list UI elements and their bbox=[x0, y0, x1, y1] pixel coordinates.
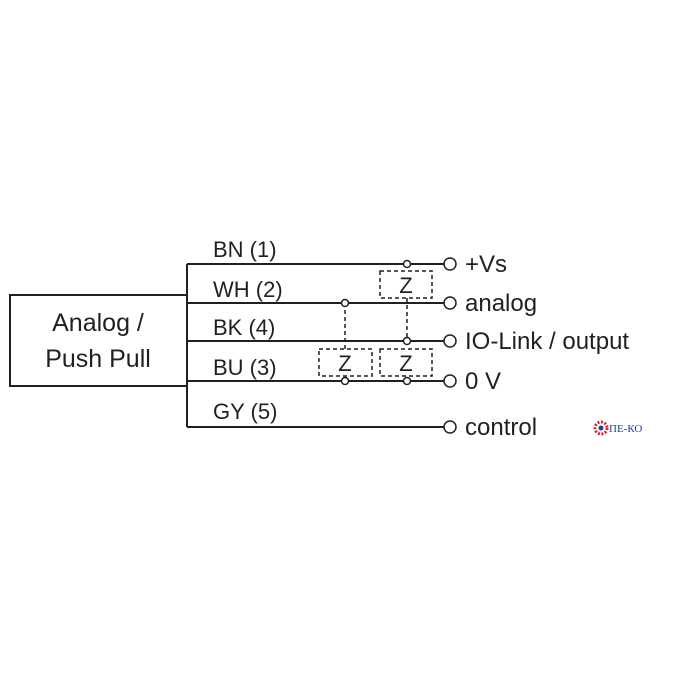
wire-label-bk: BK (4) bbox=[213, 315, 275, 340]
terminal-label-vs: +Vs bbox=[465, 251, 507, 278]
device-label-line2: Push Pull bbox=[45, 345, 151, 373]
terminal-label-control: control bbox=[465, 414, 537, 441]
wire-label-gy: GY (5) bbox=[213, 399, 277, 424]
wire-label-wh: WH (2) bbox=[213, 277, 283, 302]
device-label-line1: Analog / bbox=[52, 309, 144, 337]
node-bu-right bbox=[402, 376, 412, 386]
load-box-bottom-left bbox=[318, 348, 373, 377]
terminal-wh bbox=[443, 296, 457, 310]
logo: ПЕ-КО bbox=[593, 420, 642, 436]
node-bn bbox=[402, 259, 412, 269]
terminal-bn bbox=[443, 257, 457, 271]
terminal-label-iolink: IO-Link / output bbox=[465, 328, 629, 355]
load-z-top: Z bbox=[399, 273, 412, 298]
node-bu-left bbox=[340, 376, 350, 386]
node-bk bbox=[402, 336, 412, 346]
load-z-bottom-left: Z bbox=[338, 351, 351, 376]
terminal-bk bbox=[443, 334, 457, 348]
terminal-label-0v: 0 V bbox=[465, 368, 501, 395]
wire-label-bn: BN (1) bbox=[213, 237, 277, 262]
node-wh bbox=[340, 298, 350, 308]
terminal-label-analog: analog bbox=[465, 290, 537, 317]
terminal-gy bbox=[443, 420, 457, 434]
gear-icon bbox=[593, 420, 609, 436]
load-box-bottom-right bbox=[379, 348, 433, 377]
load-box-top bbox=[379, 270, 433, 299]
wire-label-bu: BU (3) bbox=[213, 355, 277, 380]
logo-text: ПЕ-КО bbox=[609, 423, 642, 435]
load-z-bottom-right: Z bbox=[399, 351, 412, 376]
terminal-bu bbox=[443, 374, 457, 388]
